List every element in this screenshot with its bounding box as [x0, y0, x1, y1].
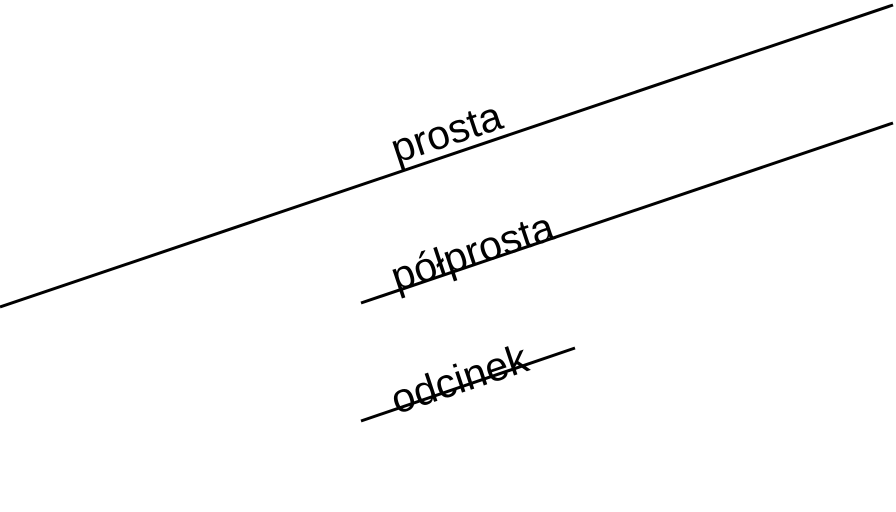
line-polprosta — [360, 121, 894, 305]
line-prosta — [0, 3, 894, 309]
line-odcinek — [360, 346, 576, 423]
